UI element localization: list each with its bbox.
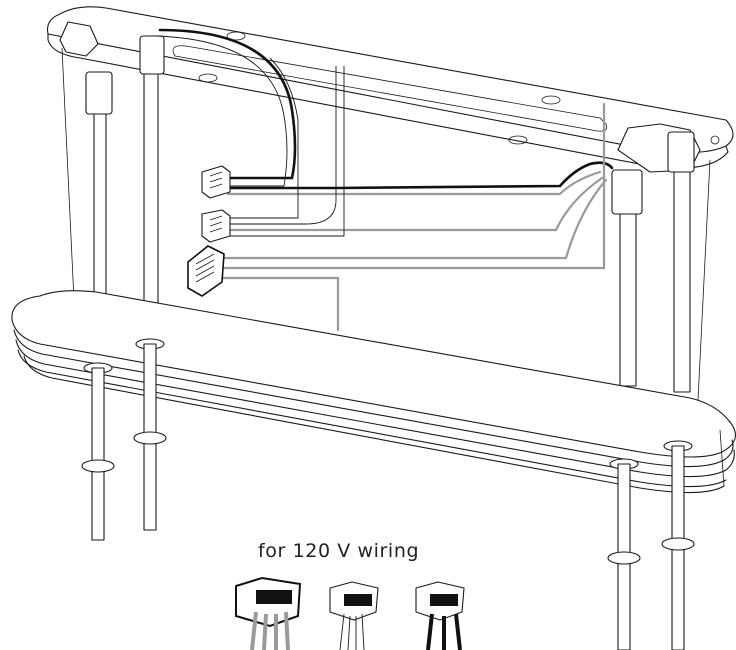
mounted-connectors [187,165,231,297]
fixture-body [11,290,736,494]
legend-connector-white [329,581,379,650]
rods-lower [81,338,695,650]
legend-connector-grey [235,576,302,650]
wiring [155,28,614,332]
legend-connector-black [415,581,465,650]
wiring-caption: for 120 V wiring [258,540,420,562]
